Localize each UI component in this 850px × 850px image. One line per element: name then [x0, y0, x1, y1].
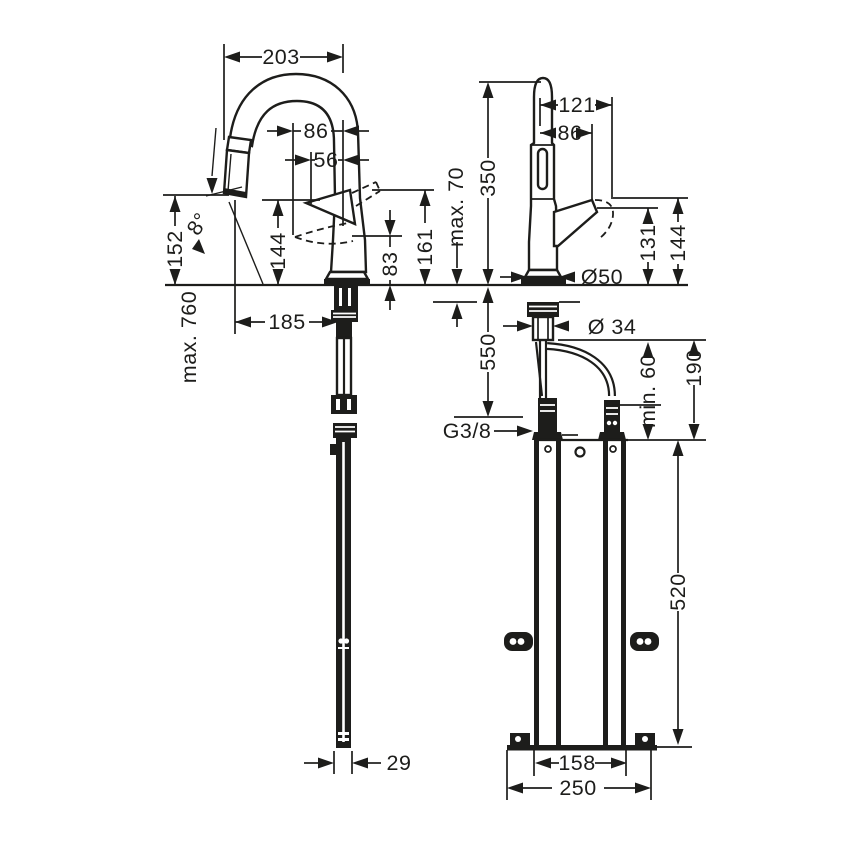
dim-supply-connection: G3/8 [443, 419, 492, 443]
dim-handle-raised-reach: 121 [558, 93, 595, 117]
dim-pullout-hose-extension: max. 760 [177, 291, 201, 383]
mounting-bracket [504, 438, 692, 751]
escutcheon-front [522, 268, 564, 279]
dim-handle-to-back: 86 [304, 119, 329, 143]
dim-min-clearance: min. 60 [636, 354, 660, 428]
handle-side [302, 188, 357, 226]
dim-baseplate-width: 250 [559, 776, 596, 800]
dim-handle-to-front: 56 [314, 148, 339, 172]
supply-hoses [532, 340, 626, 440]
front-view-faucet [504, 76, 692, 751]
dim-escutcheon-diameter: Ø50 [581, 265, 623, 289]
dim-handle-raised-height: 161 [413, 228, 437, 265]
handle-raised-dashed [594, 199, 614, 239]
spout-outline [228, 72, 368, 274]
dim-hose-unit-width: 29 [387, 751, 412, 775]
dim-shank-diameter: Ø 34 [588, 315, 637, 339]
handle-up-dashed [351, 181, 381, 207]
side-view-faucet [192, 72, 381, 748]
countertop-lines [165, 283, 688, 303]
pullout-hose-unit [330, 285, 358, 748]
handle-down-dashed [294, 236, 354, 245]
front-view-dimensions: 121 86 350 max. 70 131 144 Ø50 Ø 34 550 … [443, 81, 706, 800]
dim-hose-length: 550 [476, 333, 500, 370]
dim-reach-at-deck: 185 [268, 310, 305, 334]
spray-face-slot [536, 147, 549, 191]
escutcheon-side [323, 270, 371, 281]
dim-bracket-width: 158 [558, 751, 595, 775]
dim-handle-height: 144 [266, 232, 290, 269]
side-view-dimensions: 203 86 56 152 8° 144 161 83 max. 760 185… [163, 44, 437, 775]
base-plate [507, 745, 657, 751]
dim-handle-lowered-height: 83 [378, 252, 402, 277]
dim-spout-reach: 203 [262, 45, 299, 69]
dim-handle-raised-tip-height: 144 [666, 224, 690, 261]
clip-right [630, 632, 659, 651]
jet-line [228, 201, 264, 285]
dim-bracket-height: 520 [666, 573, 690, 610]
dim-max-counter-thickness: max. 70 [444, 167, 468, 247]
dim-handle-reach: 86 [558, 121, 583, 145]
shank [531, 315, 555, 342]
dim-handle-tip-height: 131 [636, 224, 660, 261]
mounting-nut [527, 302, 559, 317]
dim-spout-height: 350 [476, 159, 500, 196]
dim-outlet-height: 152 [163, 230, 187, 267]
handle-front [552, 198, 599, 248]
dim-connection-drop: 190 [682, 349, 706, 386]
